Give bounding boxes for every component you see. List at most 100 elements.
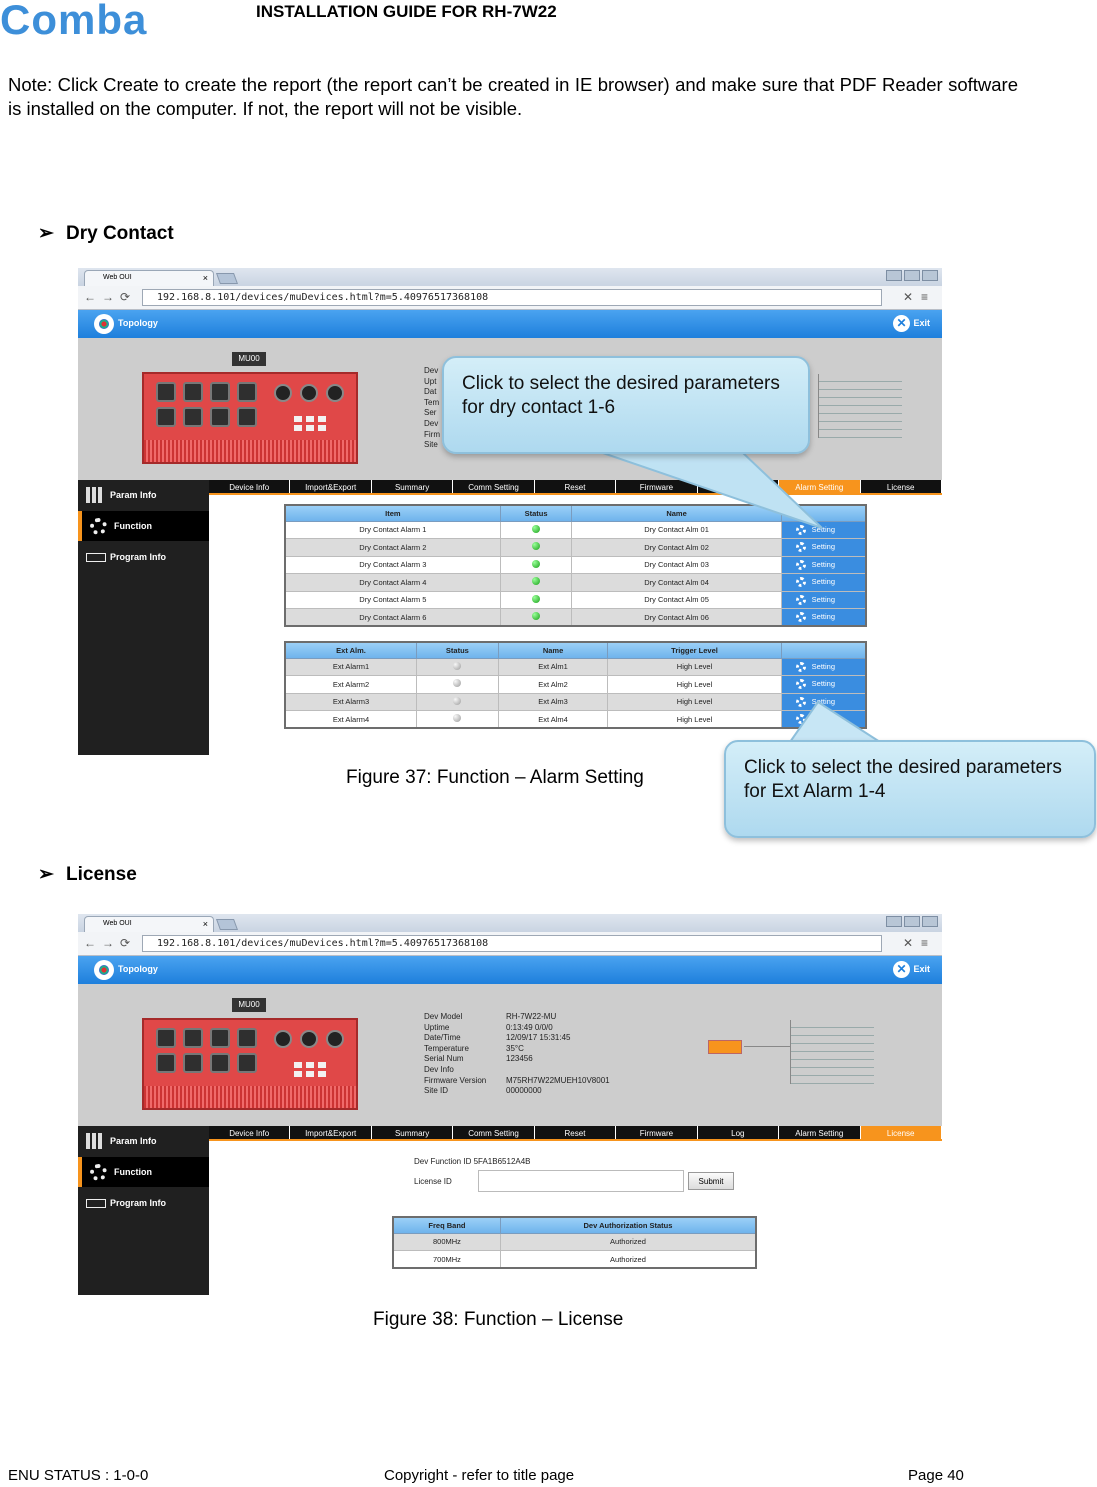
nav-arrows-icon[interactable]: ←→⟳	[84, 290, 137, 304]
menu-icon[interactable]: ✕≡	[902, 290, 936, 304]
new-tab-button[interactable]	[215, 273, 239, 284]
app-top-bar: Topology ✕ Exit	[78, 310, 942, 338]
window-close-icon[interactable]	[922, 916, 938, 927]
topology-icon[interactable]	[94, 314, 114, 334]
license-id-label: License ID	[414, 1177, 452, 1186]
mu-node[interactable]	[708, 1040, 742, 1054]
menu-icon[interactable]: ✕≡	[902, 936, 936, 950]
new-tab-button[interactable]	[215, 919, 239, 930]
maximize-icon[interactable]	[904, 916, 920, 927]
sidebar: Param Info Function Program Info	[78, 1126, 209, 1295]
gear-icon	[90, 518, 107, 535]
exit-icon[interactable]: ✕	[893, 315, 910, 332]
setting-button[interactable]: Setting	[780, 520, 867, 539]
exit-icon[interactable]: ✕	[893, 961, 910, 978]
footer-page-number: Page 40	[908, 1467, 964, 1484]
sidebar-item-program-info[interactable]: Program Info	[78, 542, 209, 572]
tab-reset[interactable]: Reset	[535, 480, 617, 493]
freq-band-cell: 700MHz	[392, 1250, 501, 1269]
setting-label: Setting	[811, 577, 836, 587]
sidebar-item-function[interactable]: Function	[78, 1157, 209, 1187]
name-cell: Ext Alm3	[497, 692, 609, 711]
topology-link[interactable]: Topology	[118, 964, 158, 974]
tab-summary[interactable]: Summary	[372, 1126, 454, 1139]
status-cell	[499, 573, 573, 592]
device-info-row: Firm	[424, 430, 444, 441]
tab-firmware[interactable]: Firmware	[616, 480, 698, 493]
exit-link[interactable]: Exit	[913, 318, 930, 328]
document-title: INSTALLATION GUIDE FOR RH-7W22	[256, 2, 557, 21]
browser-tab[interactable]: Web OUI×	[84, 916, 214, 932]
setting-label: Setting	[811, 696, 836, 706]
setting-button[interactable]: Setting	[780, 608, 867, 627]
tab-firmware[interactable]: Firmware	[616, 1126, 698, 1139]
trigger-level-cell: High Level	[607, 692, 782, 711]
tab-log[interactable]: Log	[698, 480, 780, 493]
device-info-value: 00000000	[506, 1086, 542, 1096]
exit-link[interactable]: Exit	[913, 964, 930, 974]
window-close-icon[interactable]	[922, 270, 938, 281]
sidebar-item-param-info[interactable]: Param Info	[78, 1126, 209, 1156]
tab-license[interactable]: License	[860, 1126, 942, 1139]
setting-button[interactable]: Setting	[780, 555, 867, 574]
device-info-value: 12/09/17 15:31:45	[506, 1033, 571, 1043]
maximize-icon[interactable]	[904, 270, 920, 281]
license-id-input[interactable]	[478, 1170, 684, 1192]
sidebar: Param Info Function Program Info	[78, 480, 209, 755]
tab-comm-setting[interactable]: Comm Setting	[453, 1126, 535, 1139]
gear-icon	[795, 559, 806, 570]
item-cell: Dry Contact Alarm 6	[284, 608, 501, 627]
tab-device-info[interactable]: Device Info	[209, 480, 291, 493]
column-header	[780, 504, 867, 522]
close-icon[interactable]: ×	[202, 919, 208, 929]
setting-label: Setting	[811, 679, 836, 689]
trigger-level-cell: High Level	[607, 710, 782, 729]
nav-arrows-icon[interactable]: ←→⟳	[84, 936, 137, 950]
close-icon[interactable]: ×	[202, 273, 208, 283]
tab-alarm-setting[interactable]: Alarm Setting	[779, 480, 861, 493]
tab-import-export[interactable]: Import&Export	[290, 480, 372, 493]
ext-alarm-cell: Ext Alarm1	[284, 657, 418, 676]
tab-comm-setting[interactable]: Comm Setting	[453, 480, 535, 493]
url-field[interactable]: 192.168.8.101/devices/muDevices.html?m=5…	[142, 935, 882, 952]
setting-button[interactable]: Setting	[780, 573, 867, 592]
gear-icon	[90, 1164, 107, 1181]
browser-tab[interactable]: Web OUI×	[84, 270, 214, 286]
device-info-key: Serial Num	[424, 1054, 464, 1064]
sidebar-item-program-info[interactable]: Program Info	[78, 1188, 209, 1218]
minimize-icon[interactable]	[886, 270, 902, 281]
submit-button[interactable]: Submit	[688, 1172, 734, 1190]
sidebar-item-function[interactable]: Function	[78, 511, 209, 541]
setting-button[interactable]: Setting	[780, 692, 867, 711]
tab-log[interactable]: Log	[698, 1126, 780, 1139]
setting-button[interactable]: Setting	[780, 675, 867, 694]
device-info-row: Tem	[424, 398, 444, 409]
setting-label: Setting	[811, 594, 836, 604]
url-field[interactable]: 192.168.8.101/devices/muDevices.html?m=5…	[142, 289, 882, 306]
status-cell	[499, 590, 573, 609]
status-idle-icon	[453, 661, 462, 670]
setting-button[interactable]: Setting	[780, 538, 867, 557]
sidebar-item-param-info[interactable]: Param Info	[78, 480, 209, 510]
tab-license[interactable]: License	[861, 480, 942, 493]
setting-button[interactable]: Setting	[780, 590, 867, 609]
device-info-key: Date/Time	[424, 1033, 461, 1043]
topology-icon[interactable]	[94, 960, 114, 980]
tab-reset[interactable]: Reset	[535, 1126, 617, 1139]
tab-import-export[interactable]: Import&Export	[290, 1126, 372, 1139]
setting-button[interactable]: Setting	[780, 657, 867, 676]
tab-summary[interactable]: Summary	[372, 480, 454, 493]
setting-button[interactable]	[780, 710, 867, 729]
name-cell: Dry Contact Alm 04	[571, 573, 782, 592]
topology-link[interactable]: Topology	[118, 318, 158, 328]
name-cell: Ext Alm4	[497, 710, 609, 729]
tab-device-info[interactable]: Device Info	[209, 1126, 291, 1139]
device-info-row: Ser	[424, 408, 444, 419]
tab-alarm-setting[interactable]: Alarm Setting	[779, 1126, 861, 1139]
minimize-icon[interactable]	[886, 916, 902, 927]
status-cell	[416, 692, 499, 711]
